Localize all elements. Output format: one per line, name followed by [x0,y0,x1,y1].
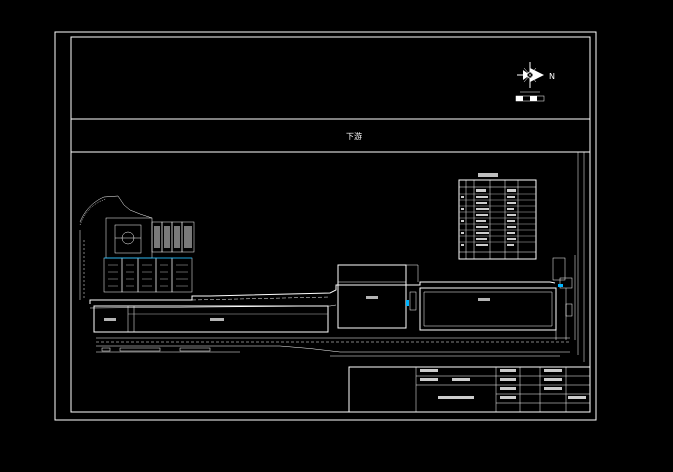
scale-bar [515,91,545,102]
gate-structure-right [552,257,573,340]
building-middle [337,264,407,329]
river-label: 下游 [346,131,362,141]
north-arrow-icon [517,62,544,88]
hillside-contour [79,195,153,300]
road-lines [96,337,570,357]
building-complex-upper-left [103,217,195,293]
outer-frame [54,31,597,421]
title-block [348,366,591,413]
building-long-left [93,305,329,333]
inner-frame [70,36,591,413]
legend-table [458,173,537,260]
north-label: N [549,72,555,81]
building-right-large [419,287,557,331]
